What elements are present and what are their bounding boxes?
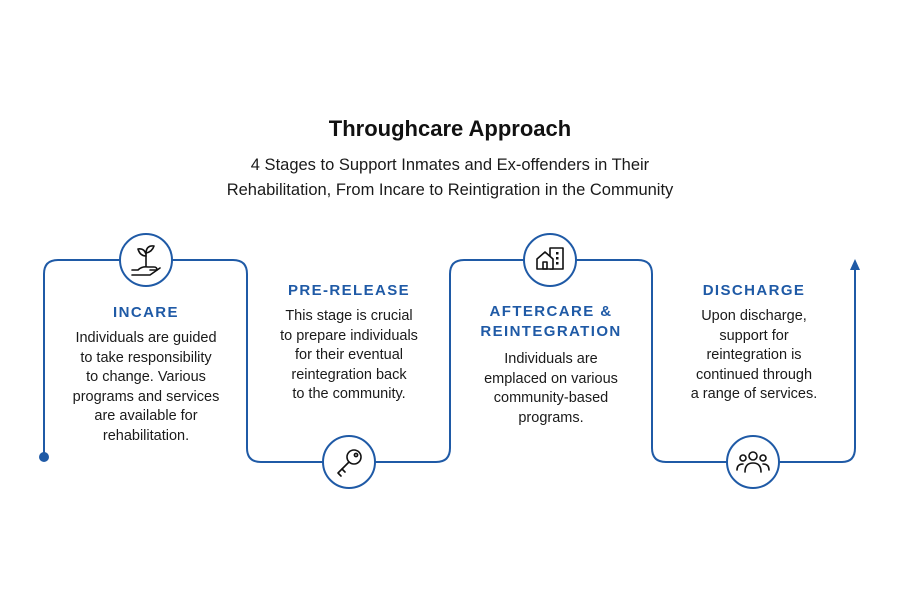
- description-line: emplaced on various: [484, 370, 618, 387]
- description-line: to take responsibility: [80, 349, 212, 366]
- description-line: This stage is crucial: [285, 308, 413, 324]
- page-title: Throughcare Approach: [328, 116, 572, 141]
- description-line: Individuals are: [504, 351, 598, 367]
- description-line: programs and services: [72, 388, 220, 405]
- stage-title-line: INCARE: [113, 304, 179, 321]
- stage-title-line: REINTEGRATION: [480, 323, 622, 340]
- description-line: to prepare individuals: [280, 327, 418, 344]
- description-line: reintegration is: [706, 347, 802, 363]
- description-line: reintegration back: [291, 366, 407, 383]
- description-line: continued through: [695, 366, 813, 383]
- description-line: to the community.: [292, 386, 406, 402]
- stage-title-incare: INCARE: [56, 303, 236, 323]
- key-icon: [322, 435, 376, 489]
- description-line: programs.: [518, 409, 584, 426]
- plant-in-hand-icon: [119, 233, 173, 287]
- description-line: are available for: [94, 408, 198, 424]
- stage-description-pre-release: This stage is crucial to prepare individ…: [249, 307, 449, 405]
- stage-title-line: AFTERCARE &: [489, 303, 613, 320]
- path-start-dot: [39, 452, 49, 462]
- stage-title-discharge: DISCHARGE: [654, 281, 854, 301]
- stage-title-pre-release: PRE-RELEASE: [249, 281, 449, 301]
- people-group-icon: [726, 435, 780, 489]
- stage-description-aftercare: Individuals are emplaced on various comm…: [451, 350, 651, 428]
- stage-description-incare: Individuals are guided to take responsib…: [46, 329, 246, 446]
- stage-title-line: PRE-RELEASE: [287, 282, 411, 299]
- description-line: support for: [719, 327, 789, 344]
- house-building-icon: [523, 233, 577, 287]
- page-subtitle: 4 Stages to Support Inmates and Ex-offen…: [0, 153, 900, 203]
- stage-description-discharge: Upon discharge, support for reintegratio…: [654, 307, 854, 405]
- subtitle-line: Rehabilitation, From Incare to Reintigra…: [226, 181, 674, 199]
- description-line: a range of services.: [690, 386, 818, 402]
- stage-connector-path: [43, 259, 856, 463]
- subtitle-line: 4 Stages to Support Inmates and Ex-offen…: [250, 156, 650, 174]
- description-line: Upon discharge,: [701, 308, 807, 324]
- description-line: rehabilitation.: [102, 427, 190, 444]
- stage-title-line: DISCHARGE: [702, 282, 806, 299]
- path-end-arrow-icon: [850, 259, 860, 270]
- description-line: community-based: [493, 390, 609, 406]
- description-line: for their eventual: [294, 347, 403, 363]
- description-line: to change. Various: [86, 369, 206, 385]
- stage-title-aftercare: AFTERCARE & REINTEGRATION: [451, 302, 651, 342]
- description-line: Individuals are guided: [75, 330, 217, 346]
